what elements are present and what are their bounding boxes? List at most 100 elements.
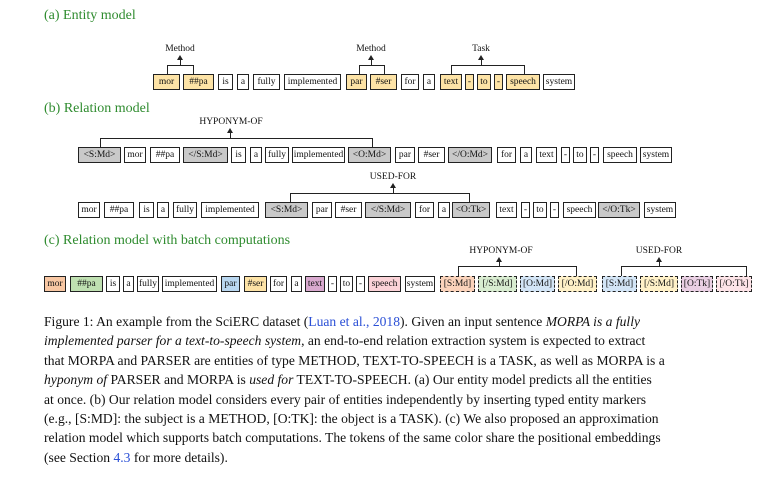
token: is [139,202,154,218]
caption-line: (see Section 4.3 for more details). [44,448,772,467]
token: implemented [162,276,217,292]
token: <O:Tk> [452,202,490,218]
caption-text: (e.g., [S:MD]: the subject is a METHOD, … [44,411,659,427]
token: is [218,74,233,90]
section-a-title: (a) Entity model [44,8,136,23]
token: system [640,147,672,163]
token: mor [124,147,146,163]
token: a [438,202,450,218]
token: a [157,202,169,218]
token: for [270,276,287,292]
token: implemented [284,74,341,90]
entity-bracket [167,65,194,74]
section-c-title: (c) Relation model with batch computatio… [44,233,291,248]
caption-line: implemented parser for a text-to-speech … [44,331,772,350]
entity-token-row: mor ##pa is a fully implemented par #ser… [0,74,781,90]
token: text [536,147,557,163]
caption-line: Figure 1: An example from the SciERC dat… [44,312,772,331]
batch-bracket [621,266,747,276]
relation-token-row-1: <S:Md> mor ##pa </S:Md> is a fully imple… [0,147,781,163]
entity-label-method-2: Method [356,44,386,54]
caption-text: TEXT-TO-SPEECH. (a) Our entity model pre… [293,372,652,388]
caption-text: ). Given an input sentence [400,314,546,329]
relation-bracket [290,193,470,202]
token: ##pa [150,147,180,163]
relation-token-row-2: mor ##pa is a fully implemented <S:Md> p… [0,202,781,218]
token: fully [137,276,159,292]
caption-text: , an end-to-end relation extraction syst… [301,333,646,349]
token: </S:Md> [183,147,228,163]
marker-token: [O:Tk] [681,276,713,292]
arrow-head [368,55,374,60]
token: text [305,276,325,292]
entity-label-task: Task [472,44,490,54]
token: implemented [201,202,259,218]
caption-text: (see Section [44,449,114,465]
token: fully [265,147,289,163]
token: - [494,74,503,90]
token: par [395,147,415,163]
token: - [561,147,570,163]
caption-italic: implemented parser for a text-to-speech … [44,333,302,349]
token: for [415,202,434,218]
citation-link[interactable]: Luan et al., 2018 [308,314,401,329]
token: <O:Md> [348,147,391,163]
entity-bracket [451,65,525,74]
token: par [312,202,332,218]
token: a [237,74,249,90]
token: <S:Md> [265,202,308,218]
token: #ser [418,147,445,163]
caption-italic: MORPA is a fully [545,314,641,329]
token: to [340,276,353,292]
entity-label-method-1: Method [165,44,195,54]
token: a [520,147,532,163]
relation-label-usedfor: USED-FOR [369,172,417,182]
marker-token: [/O:Md] [558,276,597,292]
token: mor [78,202,100,218]
token: implemented [292,147,345,163]
caption-text: that MORPA and PARSER are entities of ty… [44,352,665,368]
caption-line: relation model which supports batch comp… [44,428,772,447]
batch-label-hyponym: HYPONYM-OF [469,246,533,256]
token: to [533,202,547,218]
caption-line: hyponym of PARSER and MORPA is used for … [44,370,772,389]
token: speech [563,202,596,218]
marker-token: [/S:Md] [640,276,678,292]
caption-text: Figure 1: An example from the SciERC dat… [44,314,309,329]
token: ##pa [104,202,134,218]
token: #ser [335,202,362,218]
token: system [405,276,435,292]
caption-italic: hyponym of [44,372,108,388]
caption-line: at once. (b) Our relation model consider… [44,390,772,409]
marker-token: [S:Md] [440,276,475,292]
caption-text: for more details). [130,449,228,465]
token: a [423,74,435,90]
relation-bracket [100,138,373,147]
token: mor [44,276,66,292]
arrow-head [656,257,662,262]
caption-text: PARSER and MORPA is [107,372,250,388]
batch-bracket [458,266,577,276]
entity-bracket [359,65,385,74]
caption-italic: used for [249,372,294,388]
token: a [250,147,262,163]
token: fully [173,202,197,218]
marker-token: [O:Md] [520,276,555,292]
token: - [550,202,559,218]
token: </O:Md> [448,147,492,163]
section-link[interactable]: 4.3 [113,449,131,465]
token: - [356,276,365,292]
marker-token: [S:Md] [602,276,637,292]
token: system [644,202,676,218]
arrow-head [177,55,183,60]
caption-text: at once. (b) Our relation model consider… [44,391,647,407]
token: for [497,147,516,163]
caption-line: (e.g., [S:MD]: the subject is a METHOD, … [44,409,772,428]
token: par [346,74,367,90]
marker-token: [/S:Md] [478,276,517,292]
batch-label-usedfor: USED-FOR [635,246,683,256]
arrow-head [227,128,233,133]
token: par [221,276,240,292]
token: is [231,147,246,163]
token: - [328,276,337,292]
